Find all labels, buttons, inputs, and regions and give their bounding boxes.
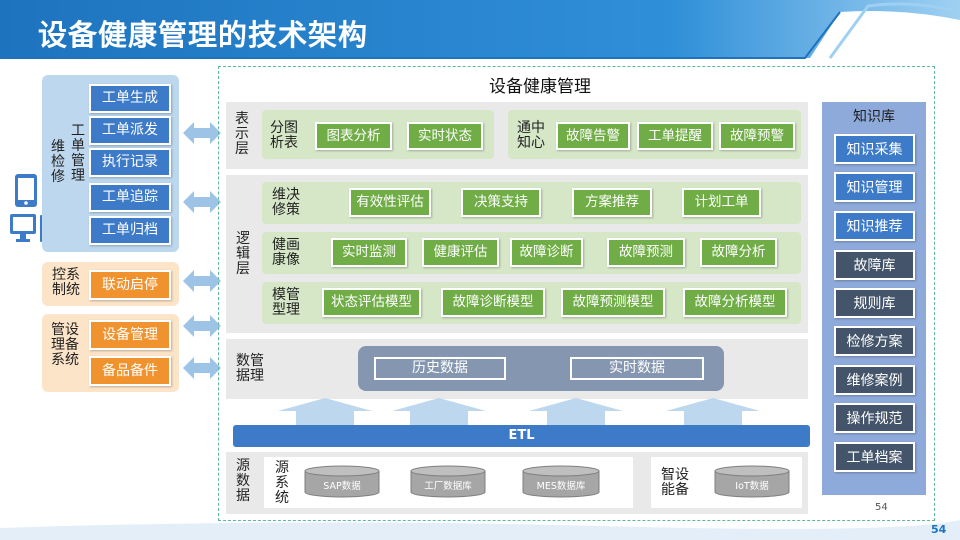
database-icon: [410, 465, 486, 498]
smart-device-label: 智设能备: [661, 467, 689, 498]
health-management-container: [218, 66, 935, 521]
work-order-item[interactable]: 工单派发: [89, 116, 171, 145]
database-label: MES数据库: [536, 481, 586, 492]
notify-group-label: 通中知心: [517, 120, 545, 151]
etl-bar: ETL: [233, 425, 810, 447]
logic-row-label: 健画康像: [272, 237, 300, 268]
database-label: SAP数据: [323, 481, 361, 492]
double-arrow-icon: [183, 191, 221, 213]
logic-item[interactable]: 健康评估: [422, 238, 499, 267]
mobile-device-icon: [15, 174, 37, 207]
logic-item[interactable]: 故障分析: [700, 238, 777, 267]
chart-group-label: 分图析表: [270, 120, 298, 151]
logic-item[interactable]: 方案推荐: [572, 188, 652, 217]
chart-item[interactable]: 实时状态: [407, 122, 483, 150]
footer-wave: [0, 520, 960, 540]
history-data-button[interactable]: 历史数据: [374, 357, 506, 380]
realtime-data-button[interactable]: 实时数据: [570, 357, 704, 380]
double-arrow-icon: [183, 122, 221, 144]
notify-item[interactable]: 故障告警: [556, 122, 630, 150]
knowledge-base-item[interactable]: 维修案例: [834, 365, 915, 395]
logic-row-label: 维决修策: [272, 187, 300, 218]
page-number: 54: [931, 523, 947, 536]
data-management-label: 数管据理: [236, 353, 264, 384]
control-item[interactable]: 联动启停: [89, 270, 171, 300]
knowledge-base-item[interactable]: 规则库: [834, 288, 915, 318]
logic-item[interactable]: 实时监测: [331, 238, 407, 267]
double-arrow-icon: [183, 357, 221, 379]
logic-row-label: 模管型理: [272, 287, 300, 318]
double-arrow-icon: [183, 315, 221, 337]
database-label: 工厂数据库: [424, 481, 472, 492]
logic-item[interactable]: 故障分析模型: [683, 288, 787, 317]
logic-item[interactable]: 计划工单: [682, 188, 761, 217]
source-data-label: 源数据: [236, 458, 250, 504]
knowledge-base-item[interactable]: 操作规范: [834, 403, 915, 433]
equipment-item[interactable]: 备品备件: [89, 356, 171, 386]
logic-item[interactable]: 故障诊断: [510, 238, 583, 267]
equipment-item[interactable]: 设备管理: [89, 320, 171, 350]
presentation-layer-label: 表示层: [235, 111, 249, 157]
page-title: 设备健康管理的技术架构: [38, 18, 369, 52]
knowledge-base-item[interactable]: 知识采集: [834, 134, 915, 164]
knowledge-base-item[interactable]: 知识管理: [834, 172, 915, 202]
database-label: IoT数据: [735, 481, 769, 492]
knowledge-base-item[interactable]: 故障库: [834, 250, 915, 280]
inner-page-number: 54: [875, 502, 888, 513]
logic-item[interactable]: 决策支持: [461, 188, 541, 217]
work-order-label: 工单管理: [71, 123, 85, 184]
database-icon: [714, 465, 790, 498]
knowledge-base-item[interactable]: 检修方案: [834, 326, 915, 356]
double-arrow-icon: [183, 270, 221, 292]
health-management-title: 设备健康管理: [489, 77, 591, 97]
title-bar: 设备健康管理的技术架构: [0, 0, 960, 59]
logic-item[interactable]: 故障预测: [607, 238, 685, 267]
logic-item[interactable]: 有效性评估: [349, 188, 431, 217]
notify-item[interactable]: 故障预警: [719, 122, 795, 150]
equipment-system-label: 管设理备系统: [51, 322, 79, 368]
logic-item[interactable]: 状态评估模型: [322, 288, 421, 317]
maintenance-system-label: 维检修: [51, 139, 65, 185]
knowledge-base-title: 知识库: [853, 109, 895, 125]
source-system-label: 源系统: [275, 460, 289, 506]
work-order-item[interactable]: 工单归档: [89, 216, 171, 245]
work-order-item[interactable]: 工单追踪: [89, 183, 171, 212]
upward-arrows: [278, 398, 760, 425]
chart-item[interactable]: 图表分析: [315, 122, 392, 150]
logic-item[interactable]: 故障诊断模型: [441, 288, 545, 317]
work-order-item[interactable]: 执行记录: [89, 148, 171, 177]
knowledge-base-item[interactable]: 知识推荐: [834, 211, 915, 241]
control-system-label: 控系制统: [52, 267, 80, 298]
work-order-item[interactable]: 工单生成: [89, 84, 171, 113]
notify-item[interactable]: 工单提醒: [637, 122, 713, 150]
database-icon: [304, 465, 380, 498]
knowledge-base-item[interactable]: 工单档案: [834, 442, 915, 472]
logic-layer-label: 逻辑层: [236, 231, 250, 277]
database-icon: [522, 465, 600, 498]
logic-item[interactable]: 故障预测模型: [561, 288, 665, 317]
